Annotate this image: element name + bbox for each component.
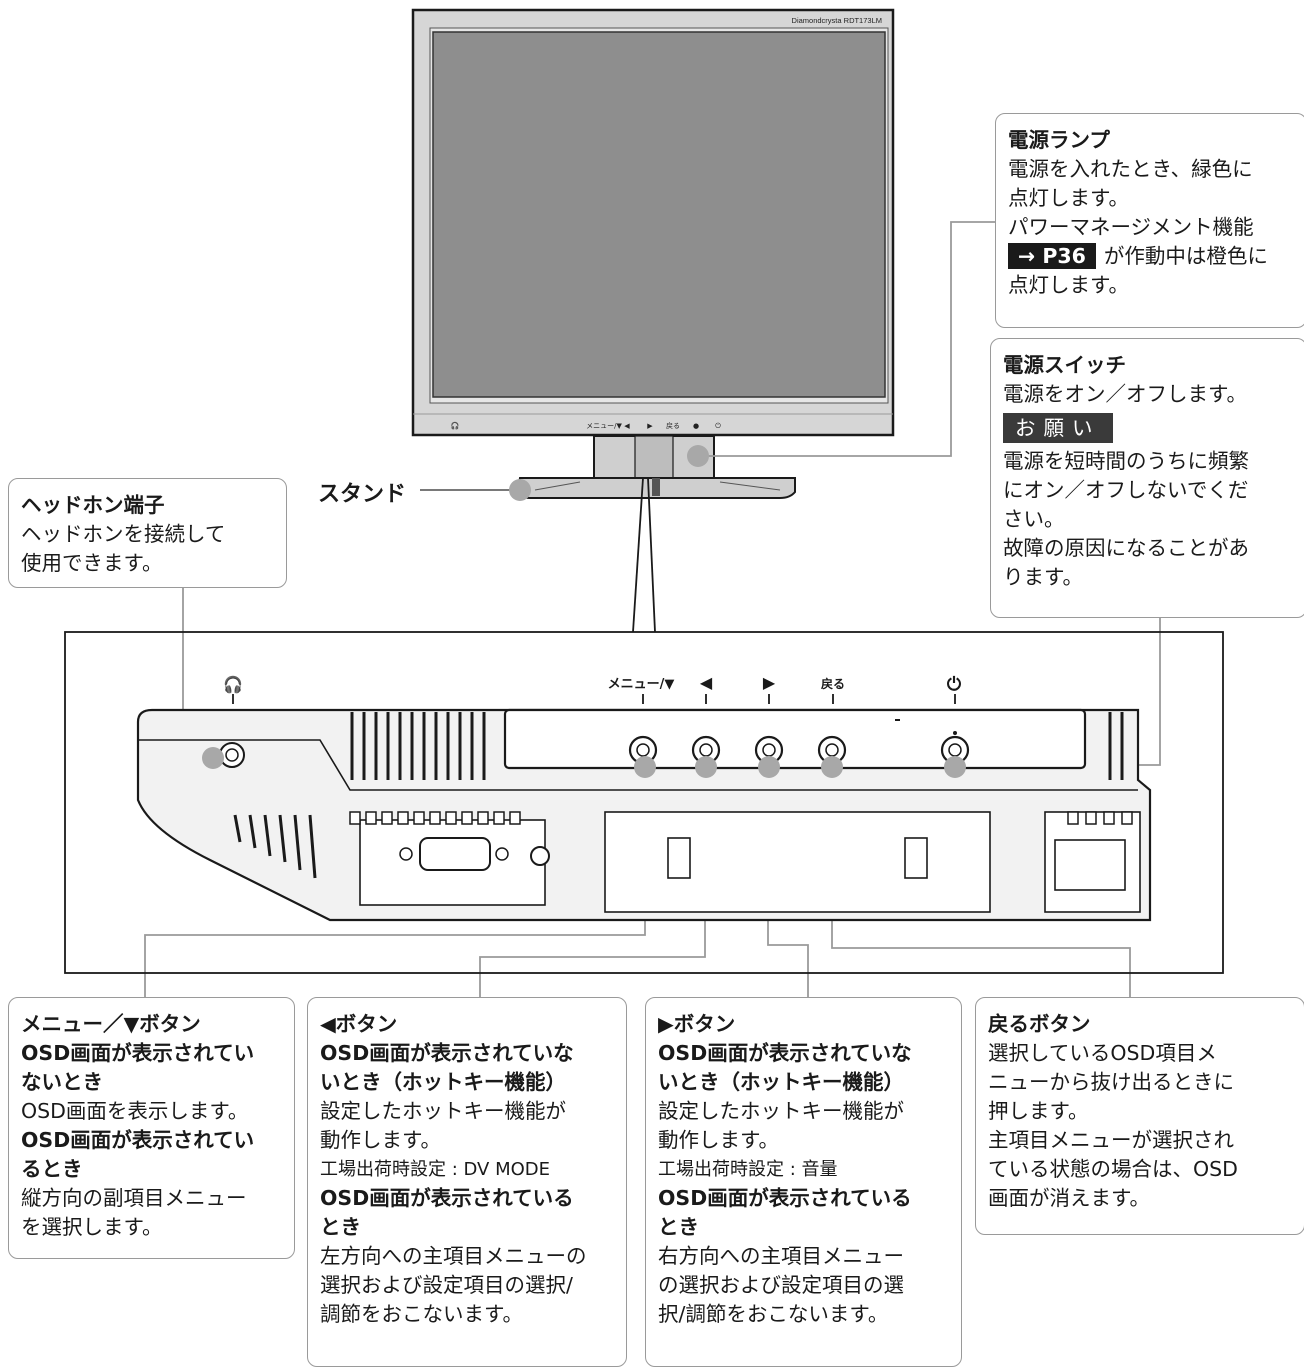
- callout-power-switch: 電源スイッチ 電源をオン／オフします。 お願い 電源を短時間のうちに頻繁 にオン…: [990, 338, 1304, 618]
- headphone-title: ヘッドホン端子: [21, 493, 165, 517]
- right-button-title: ▶ボタン: [658, 1012, 736, 1036]
- left-button-sub-2b: とき: [320, 1215, 361, 1239]
- left-button-text-4: 選択および設定項目の選択/: [320, 1273, 573, 1297]
- panel-headphone-icon: 🎧: [223, 675, 243, 694]
- panel-left-label: ◀: [700, 673, 713, 692]
- power-lamp-text-4: が作動中は橙色に: [1103, 244, 1268, 268]
- menu-button-title: メニュー／▼ボタン: [21, 1012, 201, 1036]
- caution-badge: お願い: [1003, 413, 1113, 443]
- back-button-text-6: 画面が消えます。: [988, 1186, 1150, 1210]
- back-button-text-1: 選択しているOSD項目メ: [988, 1041, 1217, 1065]
- monitor-front: Diamondcrysta RDT173LM 🎧 メニュー/▼ ◀ ▶ 戻る ●…: [411, 8, 895, 499]
- bezel-power-icon: ⏻: [715, 422, 721, 430]
- callout-dots: [202, 445, 966, 778]
- right-button-sub-2b: とき: [658, 1215, 699, 1239]
- power-lamp-title: 電源ランプ: [1008, 128, 1110, 152]
- power-lamp-text-5: 点灯します。: [1008, 273, 1129, 297]
- panel-menu-label: メニュー/▼: [608, 677, 675, 692]
- headphone-text-2: 使用できます。: [21, 551, 163, 575]
- callout-back-button: 戻るボタン 選択しているOSD項目メ ニューから抜け出るときに 押します。 主項…: [975, 997, 1304, 1235]
- right-button-text-3: 右方向への主項目メニュー: [658, 1244, 904, 1268]
- power-switch-text-6: ります。: [1003, 565, 1083, 589]
- callout-menu-button: メニュー／▼ボタン OSD画面が表示されてい ないとき OSD画面を表示します。…: [8, 997, 295, 1259]
- right-button-text-5: 択/調節をおこないます。: [658, 1302, 889, 1326]
- zoom-frame: [64, 631, 1224, 974]
- menu-button-sub-1a: OSD画面が表示されてい: [21, 1041, 255, 1065]
- bezel-headphone-icon: 🎧: [451, 421, 460, 430]
- left-button-text-1: 設定したホットキー機能が: [320, 1099, 566, 1123]
- left-button-sub-1b: いとき（ホットキー機能）: [320, 1070, 566, 1094]
- dsub-port: [419, 837, 491, 871]
- callout-power-lamp: 電源ランプ 電源を入れたとき、緑色に 点灯します。 パワーマネージメント機能 →…: [995, 113, 1304, 328]
- bezel-left-label: ◀: [624, 422, 630, 430]
- power-switch-text-2: 電源を短時間のうちに頻繁: [1003, 449, 1249, 473]
- left-button-text-2: 動作します。: [320, 1128, 441, 1152]
- left-button-title: ◀ボタン: [320, 1012, 398, 1036]
- power-switch-text-1: 電源をオン／オフします。: [1003, 382, 1247, 406]
- bezel-lamp-icon: ●: [693, 422, 699, 430]
- power-lamp-text-3: パワーマネージメント機能: [1008, 215, 1254, 239]
- right-button-sub-1b: いとき（ホットキー機能）: [658, 1070, 904, 1094]
- page-reference-link[interactable]: → P36: [1008, 243, 1096, 269]
- power-switch-text-5: 故障の原因になることがあ: [1003, 536, 1249, 560]
- left-button-text-5: 調節をおこないます。: [320, 1302, 523, 1326]
- right-button-sub-1a: OSD画面が表示されていな: [658, 1041, 912, 1065]
- button-panel-closeup: [136, 708, 1152, 922]
- back-button-text-5: ている状態の場合は、OSD: [988, 1157, 1238, 1181]
- bezel-right-label: ▶: [647, 422, 653, 430]
- monitor-screen: [432, 31, 886, 398]
- back-button-text-3: 押します。: [988, 1099, 1089, 1123]
- power-lamp-text-1: 電源を入れたとき、緑色に: [1008, 157, 1253, 181]
- power-lamp: [953, 731, 957, 735]
- panel-back-label: 戻る: [821, 676, 845, 691]
- menu-button-sub-2a: OSD画面が表示されてい: [21, 1128, 255, 1152]
- menu-button-text-3: を選択します。: [21, 1215, 163, 1239]
- right-button-text-4: の選択および設定項目の選: [658, 1273, 904, 1297]
- right-button-text-1: 設定したホットキー機能が: [658, 1099, 904, 1123]
- menu-button-sub-2b: るとき: [21, 1157, 83, 1181]
- model-name: Diamondcrysta RDT173LM: [792, 16, 882, 25]
- panel-power-icon: ⏻: [947, 674, 962, 695]
- stand-label: スタンド: [318, 482, 407, 507]
- right-button-sub-2a: OSD画面が表示されている: [658, 1186, 912, 1210]
- stand-hinge: [604, 811, 991, 913]
- bezel-menu-label: メニュー/▼: [586, 422, 622, 430]
- right-button-factory-setting: 工場出荷時設定 : 音量: [658, 1159, 838, 1180]
- left-button-factory-setting: 工場出荷時設定 : DV MODE: [320, 1159, 551, 1180]
- callout-headphone: ヘッドホン端子 ヘッドホンを接続して 使用できます。: [8, 478, 287, 588]
- back-button-text-2: ニューから抜け出るときに: [988, 1070, 1234, 1094]
- menu-button-text-1: OSD画面を表示します。: [21, 1099, 249, 1123]
- button-strip: [503, 708, 1087, 770]
- power-switch-title: 電源スイッチ: [1003, 353, 1126, 377]
- left-button-sub-1a: OSD画面が表示されていな: [320, 1041, 574, 1065]
- menu-button-text-2: 縦方向の副項目メニュー: [21, 1186, 247, 1210]
- power-switch-text-4: さい。: [1003, 507, 1065, 531]
- menu-button-sub-1b: ないとき: [21, 1070, 103, 1094]
- audio-input: [530, 846, 550, 866]
- panel-right-label: ▶: [763, 673, 776, 692]
- callout-right-button: ▶ボタン OSD画面が表示されていな いとき（ホットキー機能） 設定したホットキ…: [645, 997, 962, 1367]
- power-lamp-text-2: 点灯します。: [1008, 186, 1129, 210]
- left-button-text-3: 左方向への主項目メニューの: [320, 1244, 587, 1268]
- power-switch-text-3: にオン／オフしないでくだ: [1003, 478, 1249, 502]
- right-button-text-2: 動作します。: [658, 1128, 779, 1152]
- bezel-back-label: 戻る: [666, 421, 680, 430]
- back-button-title: 戻るボタン: [988, 1012, 1091, 1036]
- left-button-sub-2a: OSD画面が表示されている: [320, 1186, 574, 1210]
- back-button-text-4: 主項目メニューが選択され: [988, 1128, 1234, 1152]
- headphone-text-1: ヘッドホンを接続して: [21, 522, 226, 546]
- callout-left-button: ◀ボタン OSD画面が表示されていな いとき（ホットキー機能） 設定したホットキ…: [307, 997, 627, 1367]
